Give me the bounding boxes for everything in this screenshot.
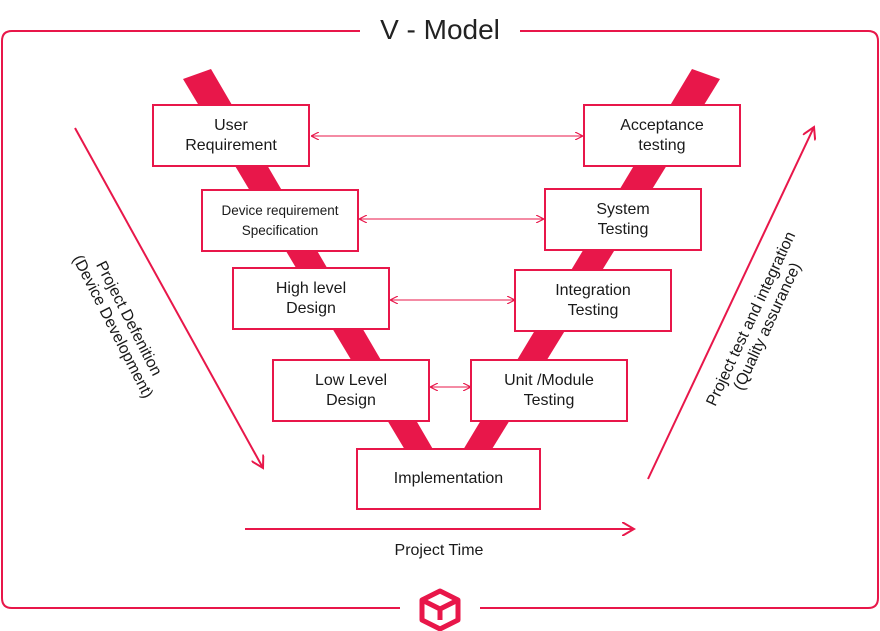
frame-border-right xyxy=(480,30,879,609)
stage-acceptance-testing: Acceptance testing xyxy=(583,104,741,167)
stage-high-level-design: High level Design xyxy=(232,267,390,330)
frame-border xyxy=(1,30,400,609)
cube-logo-icon xyxy=(419,588,461,631)
time-axis-label: Project Time xyxy=(394,542,484,559)
stage-unit-testing: Unit /Module Testing xyxy=(470,359,628,422)
stage-implementation: Implementation xyxy=(356,448,541,510)
stage-user-requirement: User Requirement xyxy=(152,104,310,167)
stage-low-level-design: Low Level Design xyxy=(272,359,430,422)
right-axis-arrow xyxy=(647,127,814,480)
stage-system-testing: System Testing xyxy=(544,188,702,251)
page-title: V - Model xyxy=(360,10,520,50)
stage-integration-testing: Integration Testing xyxy=(514,269,672,332)
left-axis-arrow xyxy=(74,127,263,468)
stage-device-requirement: Device requirement Specification xyxy=(201,189,359,252)
